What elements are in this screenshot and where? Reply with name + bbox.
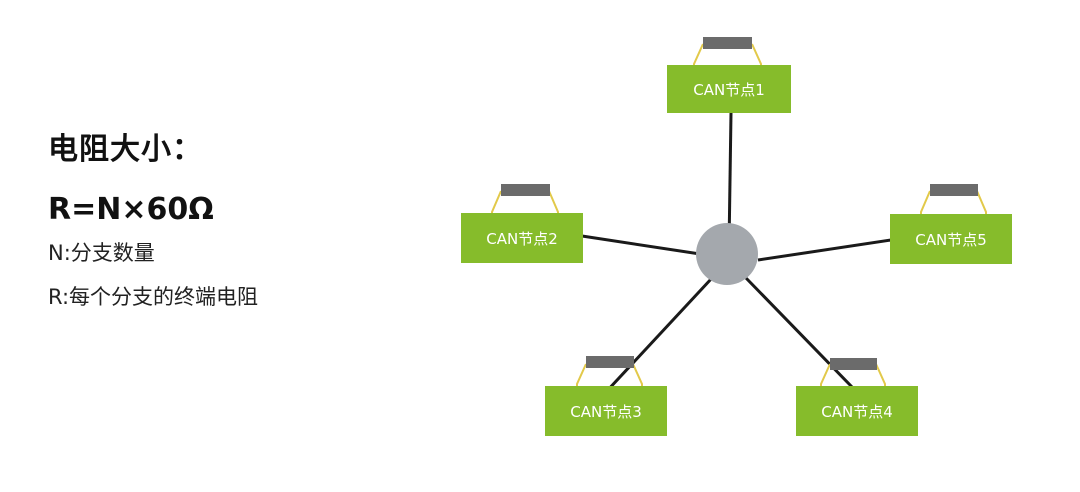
node-box-5 <box>890 214 1012 264</box>
formula-panel: 电阻大小： R=N×60Ω N:分支数量 R:每个分支的终端电阻 <box>48 124 258 311</box>
wire-node-3 <box>604 276 714 394</box>
resistor-lead-3b <box>632 363 643 386</box>
terminal-resistor-5 <box>930 184 978 196</box>
wire-node-2 <box>581 234 701 256</box>
terminal-resistor-2 <box>501 184 550 196</box>
resistance-heading: 电阻大小： <box>48 132 203 167</box>
resistor-lead-1 <box>693 43 704 66</box>
bus-wires <box>581 112 892 394</box>
resistor-lead-2 <box>491 190 502 214</box>
can-node-4: CAN节点4 <box>796 358 918 436</box>
definition-r: R:每个分支的终端电阻 <box>48 285 259 309</box>
resistor-lead-4 <box>820 363 831 386</box>
node-box-4 <box>796 386 918 436</box>
node-label-1: CAN节点1 <box>693 81 765 99</box>
can-node-1: CAN节点1 <box>667 37 791 113</box>
node-label-4: CAN节点4 <box>821 403 893 421</box>
node-box-3 <box>545 386 667 436</box>
resistor-lead-5 <box>920 190 931 214</box>
resistor-lead-2b <box>548 190 559 214</box>
terminal-resistor-4 <box>830 358 877 370</box>
node-label-3: CAN节点3 <box>570 403 642 421</box>
node-label-5: CAN节点5 <box>915 231 987 249</box>
wire-node-5 <box>757 238 892 262</box>
node-box-1 <box>667 65 791 113</box>
definition-n: N:分支数量 <box>48 241 155 265</box>
resistor-lead-5b <box>976 190 987 214</box>
can-node-5: CAN节点5 <box>890 184 1012 264</box>
node-box-2 <box>461 213 583 263</box>
terminal-resistor-1 <box>703 37 752 49</box>
can-node-2: CAN节点2 <box>461 184 583 263</box>
resistor-lead-4b <box>875 363 886 386</box>
resistor-lead-3 <box>576 363 587 386</box>
can-node-3: CAN节点3 <box>545 356 667 436</box>
bus-hub <box>696 223 758 285</box>
wire-node-4 <box>744 276 854 389</box>
terminal-resistor-3 <box>586 356 634 368</box>
node-label-2: CAN节点2 <box>486 230 558 248</box>
resistance-formula: R=N×60Ω <box>48 192 214 227</box>
resistor-lead-1b <box>751 43 762 66</box>
